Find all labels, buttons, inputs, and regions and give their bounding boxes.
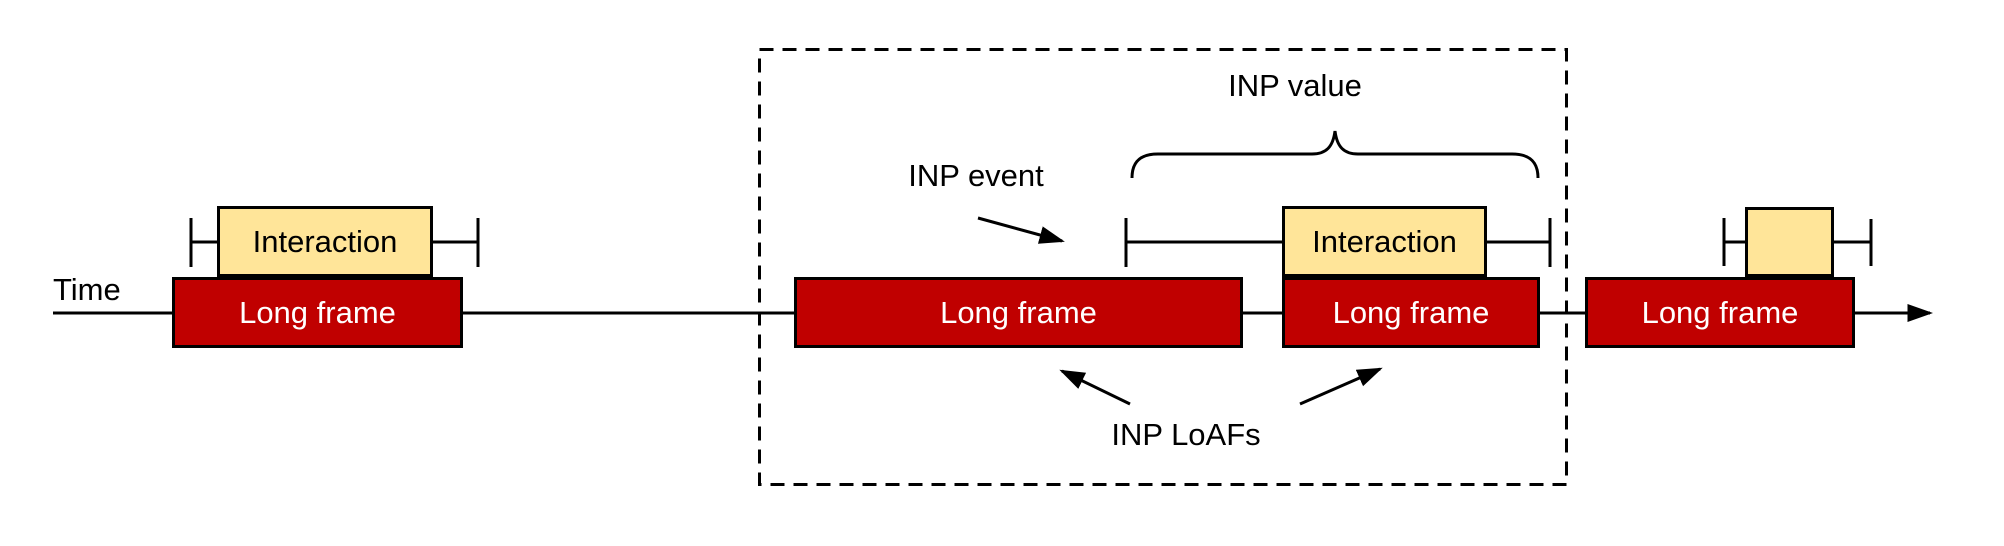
interaction-box-1-label: Interaction bbox=[252, 223, 398, 259]
long-frame-box-1-label: Long frame bbox=[239, 294, 396, 330]
inp-loafs-label: INP LoAFs bbox=[1111, 417, 1261, 452]
long-frame-box-3-label: Long frame bbox=[1332, 294, 1490, 330]
long-frame-box-2: Long frame bbox=[794, 277, 1243, 348]
inp-group-dashed-box bbox=[758, 48, 1568, 486]
inp-event-label: INP event bbox=[908, 158, 1044, 193]
long-frame-box-1: Long frame bbox=[172, 277, 463, 348]
interaction-box-2: Interaction bbox=[1282, 206, 1487, 277]
long-frame-box-3: Long frame bbox=[1282, 277, 1540, 348]
time-axis-label: Time bbox=[53, 272, 121, 307]
inp-value-label: INP value bbox=[1228, 68, 1362, 103]
interaction-box-2-label: Interaction bbox=[1312, 223, 1457, 259]
interaction-box-small bbox=[1745, 207, 1834, 277]
inp-value-brace bbox=[1130, 130, 1540, 179]
inp-loaf-arrow-left bbox=[1059, 369, 1131, 406]
long-frame-box-4-label: Long frame bbox=[1641, 294, 1799, 330]
long-frame-box-4: Long frame bbox=[1585, 277, 1855, 348]
inp-loaf-arrow-right bbox=[1299, 367, 1383, 406]
interaction-box-1: Interaction bbox=[217, 206, 433, 277]
long-frame-box-2-label: Long frame bbox=[940, 294, 1097, 330]
inp-event-arrow bbox=[977, 216, 1065, 244]
